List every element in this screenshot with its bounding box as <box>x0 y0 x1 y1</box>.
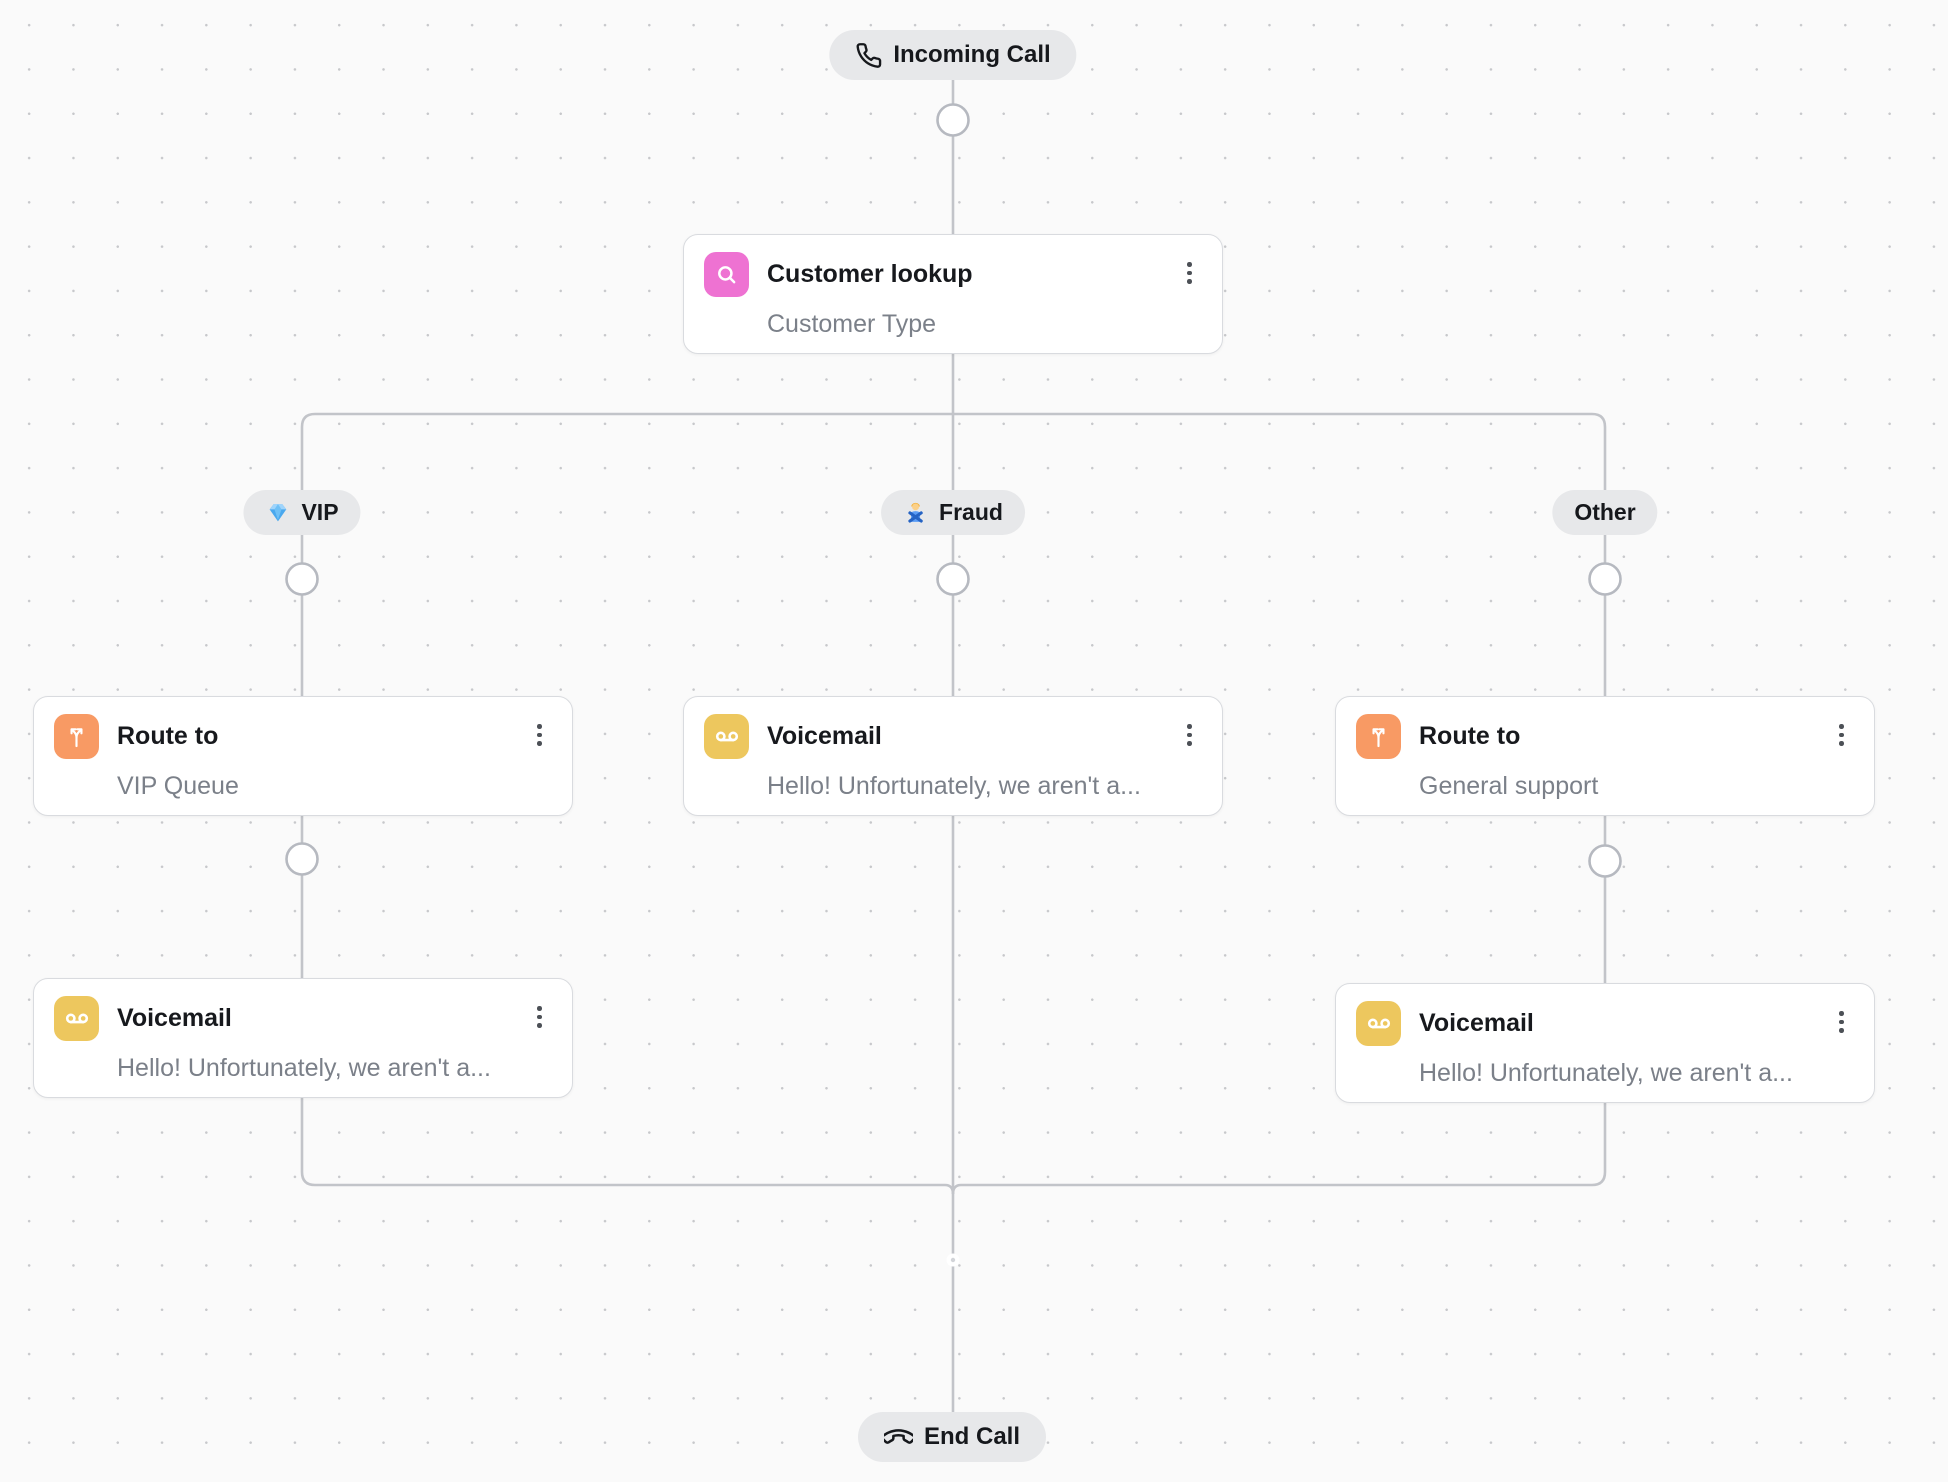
connector-port[interactable] <box>285 842 319 876</box>
voicemail-icon <box>704 714 749 759</box>
node-voicemail-other[interactable]: Voicemail Hello! Unfortunately, we aren'… <box>1335 983 1875 1103</box>
connector-port[interactable] <box>285 562 319 596</box>
diamond-emoji-icon <box>265 500 290 525</box>
node-customer-lookup[interactable]: Customer lookup Customer Type <box>683 234 1223 354</box>
merge-gap-dot <box>946 1253 960 1267</box>
phone-icon <box>855 42 882 69</box>
route-split-icon <box>1356 714 1401 759</box>
route-split-icon <box>54 714 99 759</box>
card-subtitle: Customer Type <box>767 310 937 338</box>
card-title: Voicemail <box>767 721 882 750</box>
kebab-menu-button[interactable] <box>1179 718 1200 752</box>
connector-port[interactable] <box>936 562 970 596</box>
card-subtitle: VIP Queue <box>117 772 239 800</box>
branch-pill-fraud[interactable]: Fraud <box>881 490 1025 535</box>
card-subtitle: Hello! Unfortunately, we aren't a... <box>767 772 1141 800</box>
card-title: Route to <box>117 721 219 750</box>
node-label: End Call <box>923 1423 1021 1450</box>
voicemail-icon <box>1356 1001 1401 1046</box>
connector-port[interactable] <box>1588 844 1622 878</box>
card-subtitle: Hello! Unfortunately, we aren't a... <box>117 1054 491 1082</box>
branch-pill-other[interactable]: Other <box>1552 490 1658 535</box>
node-end-call[interactable]: End Call <box>857 1412 1047 1462</box>
kebab-menu-button[interactable] <box>529 718 550 752</box>
kebab-menu-button[interactable] <box>1179 256 1200 290</box>
wire-branch-split <box>300 412 1607 490</box>
voicemail-icon <box>54 996 99 1041</box>
kebab-menu-button[interactable] <box>1831 1005 1852 1039</box>
connector-port[interactable] <box>1588 562 1622 596</box>
node-voicemail-vip[interactable]: Voicemail Hello! Unfortunately, we aren'… <box>33 978 573 1098</box>
phone-hangup-icon <box>883 1423 913 1452</box>
man-gesturing-no-emoji-icon <box>903 500 928 525</box>
wire-merge-left <box>300 1098 955 1195</box>
card-subtitle: General support <box>1419 772 1599 800</box>
card-title: Customer lookup <box>767 259 973 288</box>
card-subtitle: Hello! Unfortunately, we aren't a... <box>1419 1059 1793 1087</box>
node-route-to-vip[interactable]: Route to VIP Queue <box>33 696 573 816</box>
card-title: Voicemail <box>1419 1008 1534 1037</box>
card-title: Voicemail <box>117 1003 232 1032</box>
branch-label: Fraud <box>939 499 1003 525</box>
node-label: Incoming Call <box>893 41 1051 68</box>
branch-label: Other <box>1574 499 1636 525</box>
wire-merge-right <box>951 1103 1607 1195</box>
branch-pill-vip[interactable]: VIP <box>243 490 361 535</box>
node-voicemail-fraud[interactable]: Voicemail Hello! Unfortunately, we aren'… <box>683 696 1223 816</box>
connector-port[interactable] <box>936 103 970 137</box>
node-route-to-other[interactable]: Route to General support <box>1335 696 1875 816</box>
merge-gap-dot-core <box>950 1257 956 1263</box>
branch-label: VIP <box>301 499 339 525</box>
kebab-menu-button[interactable] <box>529 1000 550 1034</box>
search-icon <box>704 252 749 297</box>
kebab-menu-button[interactable] <box>1831 718 1852 752</box>
node-incoming-call[interactable]: Incoming Call <box>829 30 1077 80</box>
card-title: Route to <box>1419 721 1521 750</box>
